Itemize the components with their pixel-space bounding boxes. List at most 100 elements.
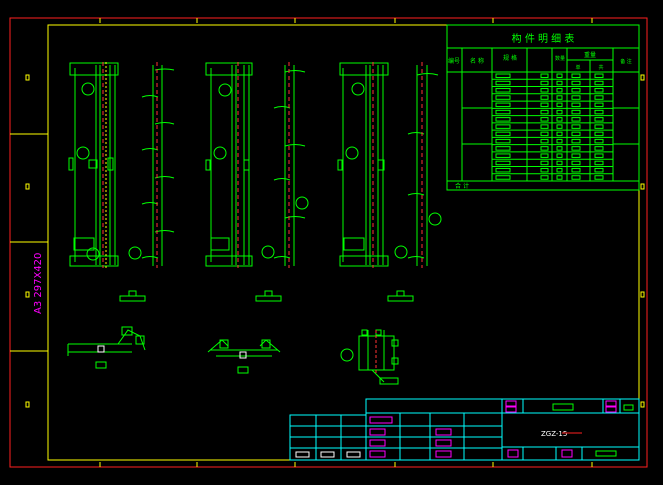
paper-size-label: A3 297X420 xyxy=(33,253,44,314)
parts-cell-mark xyxy=(594,109,604,115)
parts-cell-mark xyxy=(540,102,549,108)
parts-cell-mark xyxy=(594,102,604,108)
parts-subheader-unit: 单 xyxy=(575,64,580,71)
parts-cell-mark xyxy=(540,95,549,100)
parts-cell-mark xyxy=(571,73,581,78)
parts-cell-mark xyxy=(594,167,604,173)
title-block-values xyxy=(552,403,634,457)
parts-cell-mark xyxy=(495,88,511,93)
parts-header-qty: 数量 xyxy=(555,55,565,62)
parts-cell-mark xyxy=(495,124,511,129)
parts-cell-mark xyxy=(540,138,549,144)
parts-cell-mark xyxy=(594,131,604,137)
elevation-view-3 xyxy=(337,62,408,267)
detail-sketch-2 xyxy=(207,339,281,374)
parts-cell-mark xyxy=(571,117,581,122)
top-ticks xyxy=(99,18,593,23)
parts-cell-mark xyxy=(556,109,563,115)
parts-table-grid xyxy=(446,24,640,191)
title-block-labels xyxy=(369,400,617,458)
right-zone-markers xyxy=(640,74,645,408)
parts-header-no: 编号 xyxy=(448,57,460,65)
parts-cell-mark xyxy=(571,124,581,129)
parts-cell-mark xyxy=(495,109,511,115)
parts-table-rows xyxy=(492,73,613,180)
parts-cell-mark xyxy=(594,146,604,151)
parts-cell-mark xyxy=(594,88,604,93)
parts-cell-mark xyxy=(571,88,581,93)
base-details xyxy=(119,290,414,302)
bottom-ticks xyxy=(99,462,593,467)
parts-cell-mark xyxy=(556,88,563,93)
parts-cell-mark xyxy=(571,109,581,115)
side-view-2 xyxy=(273,65,309,266)
parts-cell-mark xyxy=(540,109,549,115)
parts-cell-mark xyxy=(556,80,563,86)
side-view-3 xyxy=(407,65,442,266)
parts-cell-mark xyxy=(594,138,604,144)
parts-cell-mark xyxy=(571,160,581,166)
left-zone-markers xyxy=(25,74,30,408)
parts-cell-mark xyxy=(556,138,563,144)
parts-header-weight: 重量 xyxy=(584,51,596,59)
parts-cell-mark xyxy=(495,153,511,158)
parts-cell-mark xyxy=(571,102,581,108)
parts-cell-mark xyxy=(571,131,581,137)
parts-header-remarks: 备 注 xyxy=(620,58,632,65)
title-block-left-grid xyxy=(289,414,367,461)
parts-cell-mark xyxy=(571,80,581,86)
parts-cell-mark xyxy=(495,138,511,144)
parts-cell-mark xyxy=(556,175,563,180)
parts-subheader-total: 共 xyxy=(598,64,603,71)
parts-cell-mark xyxy=(594,73,604,78)
parts-cell-mark xyxy=(594,153,604,158)
parts-cell-mark xyxy=(540,88,549,93)
parts-cell-mark xyxy=(495,146,511,151)
parts-cell-mark xyxy=(540,131,549,137)
parts-header-name: 名 称 xyxy=(470,57,484,65)
parts-cell-mark xyxy=(571,95,581,100)
parts-cell-mark xyxy=(495,175,511,180)
parts-cell-mark xyxy=(571,138,581,144)
parts-cell-mark xyxy=(556,73,563,78)
parts-cell-mark xyxy=(495,117,511,122)
parts-cell-mark xyxy=(571,167,581,173)
parts-cell-mark xyxy=(594,95,604,100)
parts-cell-mark xyxy=(594,80,604,86)
title-block-signature-boxes xyxy=(295,451,361,458)
parts-cell-mark xyxy=(571,146,581,151)
elevation-view-2 xyxy=(205,62,275,267)
parts-cell-mark xyxy=(571,153,581,158)
parts-cell-mark xyxy=(495,160,511,166)
parts-table-title: 构 件 明 细 表 xyxy=(512,32,575,45)
parts-cell-mark xyxy=(571,175,581,180)
side-view-1 xyxy=(128,65,175,266)
parts-cell-mark xyxy=(540,124,549,129)
parts-cell-mark xyxy=(556,167,563,173)
parts-cell-mark xyxy=(495,167,511,173)
parts-cell-mark xyxy=(556,117,563,122)
left-margin-zones xyxy=(10,133,48,352)
parts-cell-mark xyxy=(540,73,549,78)
parts-cell-mark xyxy=(495,131,511,137)
drawing-title: ZGZ-15 xyxy=(541,430,567,438)
parts-cell-mark xyxy=(540,80,549,86)
parts-cell-mark xyxy=(495,80,511,86)
parts-cell-mark xyxy=(556,124,563,129)
parts-cell-mark xyxy=(556,131,563,137)
parts-cell-mark xyxy=(556,102,563,108)
parts-cell-mark xyxy=(495,95,511,100)
parts-cell-mark xyxy=(556,160,563,166)
parts-header-spec: 规 格 xyxy=(503,54,517,62)
detail-sketch-3 xyxy=(340,329,399,385)
parts-total-label: 合 计 xyxy=(455,182,469,190)
parts-cell-mark xyxy=(495,102,511,108)
parts-cell-mark xyxy=(540,153,549,158)
parts-cell-mark xyxy=(540,160,549,166)
elevation-view-1 xyxy=(68,62,119,267)
parts-cell-mark xyxy=(495,73,511,78)
parts-cell-mark xyxy=(556,153,563,158)
parts-cell-mark xyxy=(556,95,563,100)
parts-cell-mark xyxy=(540,117,549,122)
parts-cell-mark xyxy=(556,146,563,151)
